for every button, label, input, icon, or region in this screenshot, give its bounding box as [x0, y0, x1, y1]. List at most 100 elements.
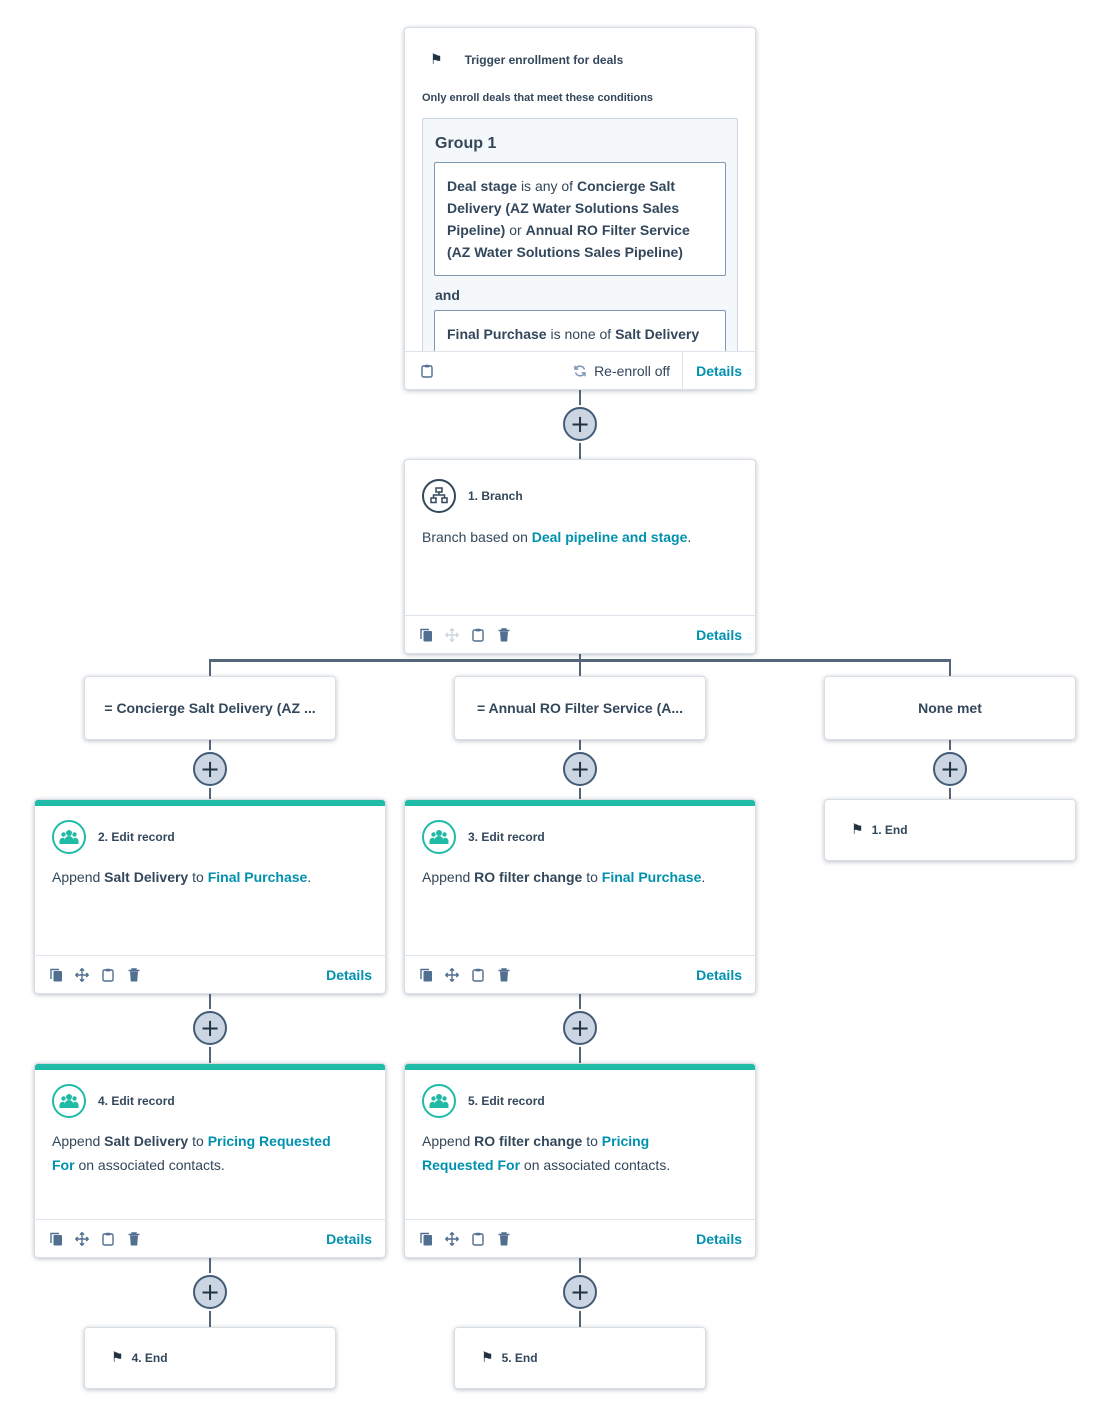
- add-action-button[interactable]: +: [563, 752, 597, 786]
- card-tools: [419, 627, 511, 642]
- condition-value: Annual RO Filter Service (AZ Water Solut…: [447, 222, 690, 260]
- action-verb: Append: [52, 1133, 101, 1149]
- action-header: 5. Edit record: [422, 1084, 545, 1118]
- clipboard-icon[interactable]: [101, 968, 115, 982]
- edit-record-card[interactable]: 2. Edit record Append Salt Delivery to F…: [35, 800, 385, 993]
- move-icon[interactable]: [75, 967, 89, 982]
- move-icon[interactable]: [445, 627, 459, 642]
- trigger-title: Trigger enrollment for deals: [464, 53, 624, 67]
- trigger-footer: Re-enroll off Details: [405, 351, 755, 389]
- branch-label-2[interactable]: = Annual RO Filter Service (A...: [455, 677, 705, 739]
- end-card[interactable]: ⚑ 1. End: [825, 800, 1075, 860]
- action-details-link[interactable]: Details: [326, 1230, 372, 1247]
- action-details-link[interactable]: Details: [696, 1230, 742, 1247]
- action-header: 4. Edit record: [52, 1084, 175, 1118]
- connector-branch-split: [579, 653, 581, 677]
- branch-text: Branch based on: [422, 529, 528, 545]
- action-value: Salt Delivery: [104, 1133, 189, 1149]
- clipboard-icon[interactable]: [471, 628, 485, 642]
- move-icon[interactable]: [445, 967, 459, 982]
- action-details-link[interactable]: Details: [696, 966, 742, 983]
- add-action-button[interactable]: +: [933, 752, 967, 786]
- add-action-button[interactable]: +: [193, 752, 227, 786]
- action-value: RO filter change: [474, 1133, 583, 1149]
- branch-card[interactable]: 1. Branch Branch based on Deal pipeline …: [405, 460, 755, 653]
- flag-icon: ⚑: [430, 52, 443, 68]
- card-tools: [49, 1231, 141, 1246]
- clone-icon[interactable]: [49, 968, 63, 982]
- branch-icon: [422, 479, 456, 513]
- action-target-link[interactable]: Pricing Requested For: [52, 1133, 331, 1173]
- action-verb: Append: [52, 869, 101, 885]
- people-icon: [422, 1084, 456, 1118]
- edit-record-card[interactable]: 3. Edit record Append RO filter change t…: [405, 800, 755, 993]
- connector-horizontal: [209, 659, 951, 662]
- move-icon[interactable]: [445, 1231, 459, 1246]
- connector-left-drop: [209, 659, 211, 677]
- move-icon[interactable]: [75, 1231, 89, 1246]
- action-target-link[interactable]: Final Purchase: [601, 869, 702, 885]
- action-prep: to: [586, 1133, 598, 1149]
- condition-operator: is any of: [520, 178, 574, 194]
- trigger-subtitle: Only enroll deals that meet these condit…: [422, 92, 654, 104]
- action-description: Append RO filter change to Pricing Reque…: [422, 1129, 702, 1177]
- condition-property: Deal stage: [447, 178, 518, 194]
- branch-details-link[interactable]: Details: [696, 626, 742, 643]
- action-suffix: .: [307, 869, 312, 885]
- add-action-button[interactable]: +: [563, 1011, 597, 1045]
- branch-text-suffix: .: [687, 529, 692, 545]
- card-tools: [419, 967, 511, 982]
- trash-icon[interactable]: [497, 1231, 511, 1246]
- action-header: 2. Edit record: [52, 820, 175, 854]
- action-suffix: on associated contacts.: [78, 1157, 225, 1173]
- clipboard-icon[interactable]: [101, 1232, 115, 1246]
- trash-icon[interactable]: [497, 627, 511, 642]
- branch-property-link[interactable]: Deal pipeline and stage: [531, 529, 688, 545]
- trigger-details-link[interactable]: Details: [696, 362, 742, 379]
- flag-icon: ⚑: [851, 822, 864, 838]
- action-description: Append RO filter change to Final Purchas…: [422, 865, 742, 889]
- clipboard-icon[interactable]: [471, 968, 485, 982]
- trash-icon[interactable]: [497, 967, 511, 982]
- action-target-link[interactable]: Final Purchase: [207, 869, 308, 885]
- action-details-link[interactable]: Details: [326, 966, 372, 983]
- trigger-header: ⚑ Trigger enrollment for deals: [430, 52, 623, 68]
- clone-icon[interactable]: [49, 1232, 63, 1246]
- condition-filter-2[interactable]: Final Purchase is none of Salt Delivery: [434, 310, 726, 358]
- condition-property: Final Purchase: [447, 326, 547, 342]
- clipboard-icon[interactable]: [471, 1232, 485, 1246]
- end-card[interactable]: ⚑ 4. End: [85, 1328, 335, 1388]
- edit-record-card[interactable]: 4. Edit record Append Salt Delivery to P…: [35, 1064, 385, 1257]
- action-title: 2. Edit record: [98, 830, 175, 844]
- action-verb: Append: [422, 1133, 471, 1149]
- action-suffix: .: [701, 869, 706, 885]
- trigger-card[interactable]: ⚑ Trigger enrollment for deals Only enro…: [405, 28, 755, 389]
- condition-value: Salt Delivery: [615, 326, 700, 342]
- action-title: 3. Edit record: [468, 830, 545, 844]
- add-action-button[interactable]: +: [193, 1011, 227, 1045]
- people-icon: [422, 820, 456, 854]
- trash-icon[interactable]: [127, 967, 141, 982]
- clone-icon[interactable]: [419, 628, 433, 642]
- add-action-button[interactable]: +: [193, 1275, 227, 1309]
- add-action-button[interactable]: +: [563, 407, 597, 441]
- people-icon: [52, 820, 86, 854]
- branch-label-1[interactable]: = Concierge Salt Delivery (AZ ...: [85, 677, 335, 739]
- trash-icon[interactable]: [127, 1231, 141, 1246]
- action-footer: Details: [35, 955, 385, 993]
- action-target-link[interactable]: Pricing Requested For: [422, 1133, 650, 1173]
- branch-header: 1. Branch: [422, 479, 523, 513]
- condition-filter-1[interactable]: Deal stage is any of Concierge Salt Deli…: [434, 162, 726, 276]
- action-description: Append Salt Delivery to Pricing Requeste…: [52, 1129, 357, 1177]
- action-title: 5. Edit record: [468, 1094, 545, 1108]
- add-action-button[interactable]: +: [563, 1275, 597, 1309]
- people-icon: [52, 1084, 86, 1118]
- edit-record-card[interactable]: 5. Edit record Append RO filter change t…: [405, 1064, 755, 1257]
- clipboard-icon[interactable]: [420, 364, 434, 378]
- clone-icon[interactable]: [419, 1232, 433, 1246]
- card-tools: [419, 1231, 511, 1246]
- clone-icon[interactable]: [419, 968, 433, 982]
- end-card[interactable]: ⚑ 5. End: [455, 1328, 705, 1388]
- reenroll-toggle[interactable]: Re-enroll off: [573, 352, 684, 389]
- branch-label-none-met[interactable]: None met: [825, 677, 1075, 739]
